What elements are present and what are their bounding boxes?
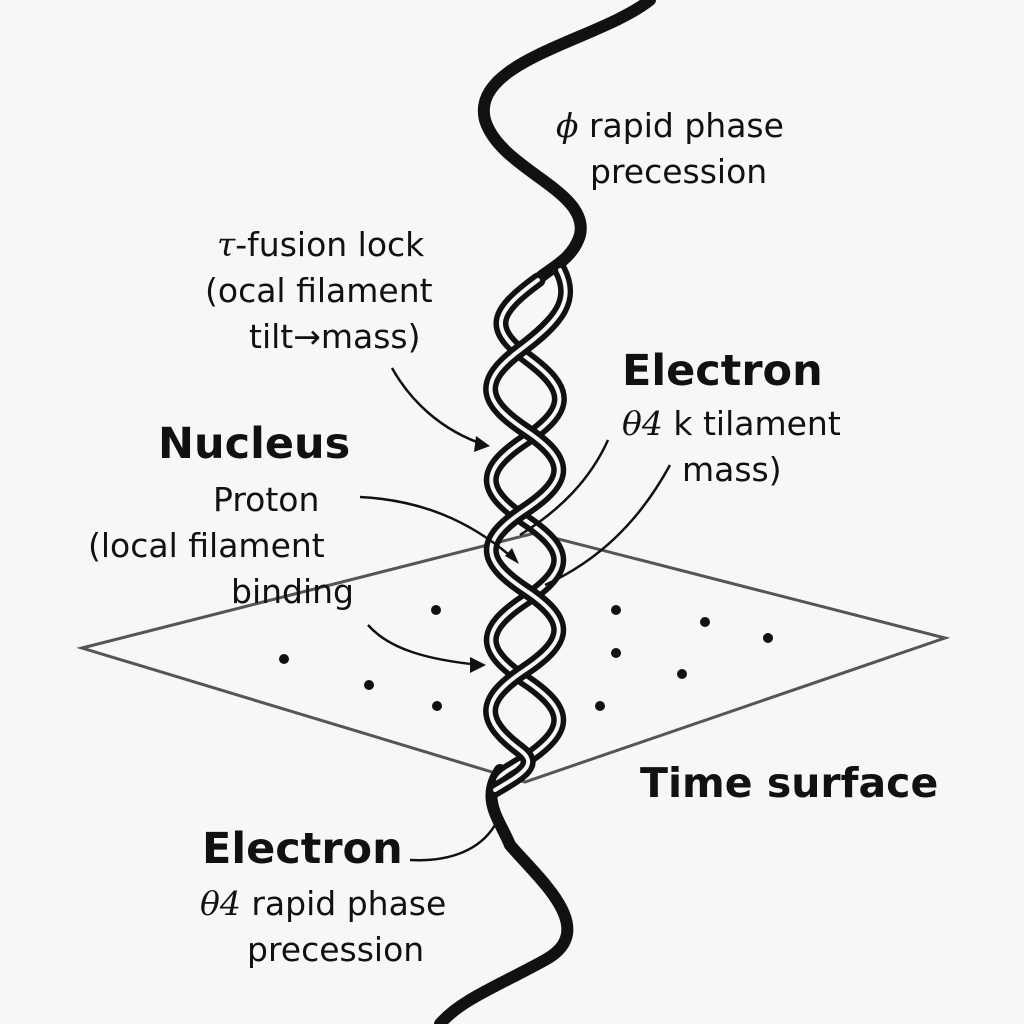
proton-arrow xyxy=(359,495,516,561)
tau-fusion-arrowhead xyxy=(474,436,490,452)
proton-label: Proton (local filament binding xyxy=(88,480,355,611)
plane-dot xyxy=(677,669,687,679)
nucleus-title: Nucleus xyxy=(158,419,351,469)
plane-dot xyxy=(364,680,374,690)
theta-symbol: θ4 xyxy=(200,884,241,923)
binding-arrowhead xyxy=(470,657,486,673)
upper-filament xyxy=(477,0,656,286)
tau-fusion-arrow xyxy=(390,367,486,447)
binding-arrow xyxy=(367,624,481,667)
lower-filament xyxy=(434,764,574,1024)
electron-right-leader-a xyxy=(519,439,610,537)
electron-left-label: θ4 rapid phase precession xyxy=(200,884,447,969)
plane-dot xyxy=(611,648,621,658)
plane-dot xyxy=(431,605,441,615)
braided-filament xyxy=(483,262,574,798)
electron-left-leader xyxy=(409,824,497,862)
proton-arrowhead xyxy=(505,548,519,564)
electron-right-label: θ4 k tilament mass) xyxy=(622,404,841,489)
time-surface-plane xyxy=(76,531,951,784)
plane-dot xyxy=(595,701,605,711)
plane-dot xyxy=(700,617,710,627)
electron-right-title: Electron xyxy=(622,346,823,396)
plane-dot xyxy=(279,654,289,664)
time-surface-label: Time surface xyxy=(640,759,939,807)
plane-dot xyxy=(611,605,621,615)
plane-dots xyxy=(279,605,773,711)
plane-dot xyxy=(432,701,442,711)
plane-dot xyxy=(763,633,773,643)
tau-symbol: τ xyxy=(217,225,236,264)
tau-fusion-label: τ-fusion lock (ocal filament tilt→mass) xyxy=(205,225,433,356)
theta-symbol: θ4 xyxy=(622,404,663,443)
phi-symbol: ϕ xyxy=(556,106,579,145)
annotation-arrows xyxy=(359,367,672,862)
electron-left-title: Electron xyxy=(202,824,403,874)
electron-right-leader-b xyxy=(544,464,672,587)
phi-precession-label: ϕ rapid phase precession xyxy=(556,106,784,191)
